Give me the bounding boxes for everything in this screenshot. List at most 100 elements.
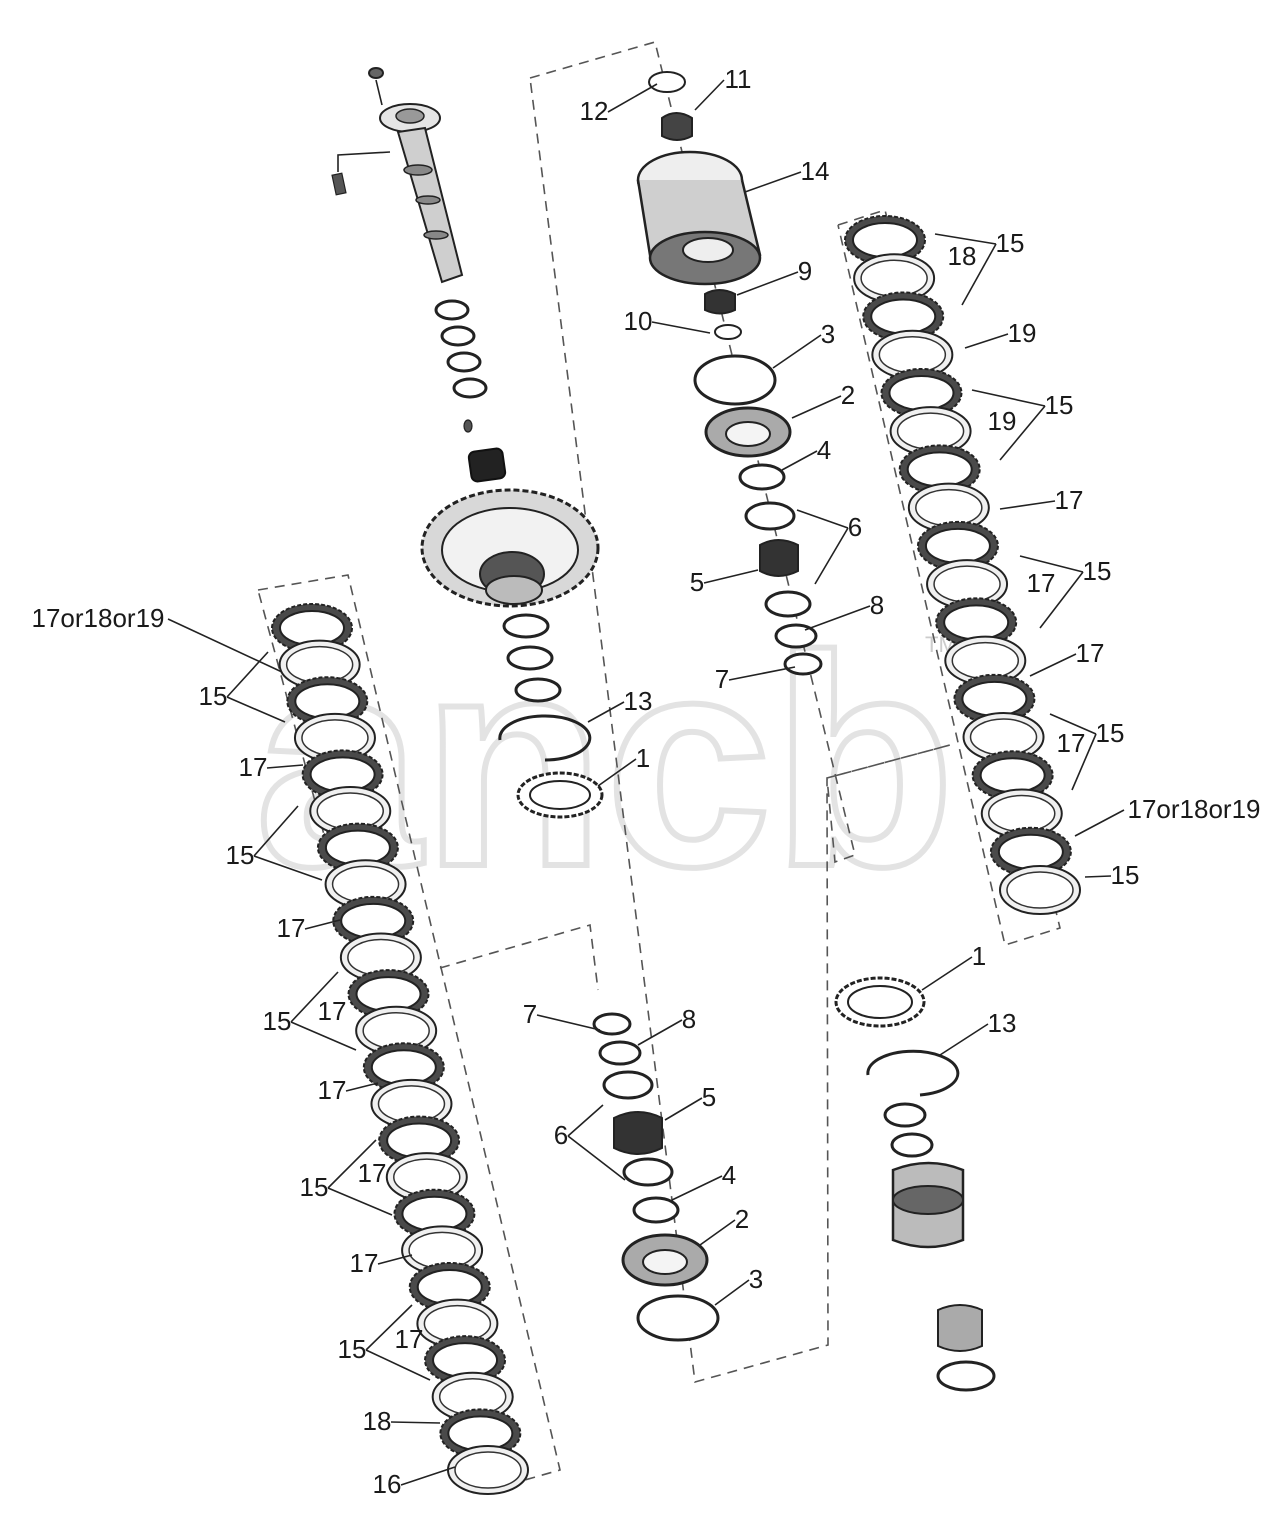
part-number-label: 13 <box>988 1008 1017 1038</box>
callout-l-19a: 19 <box>964 318 1037 349</box>
leader-line <box>804 605 871 631</box>
part-number-label: 3 <box>749 1264 763 1294</box>
leader-line <box>587 701 625 723</box>
callout-l-17or18or19b: 17or18or19 <box>32 603 283 673</box>
part-number-label: 15 <box>1096 718 1125 748</box>
leader-line <box>567 1135 626 1181</box>
part-number-label: 2 <box>841 380 855 410</box>
leader-line <box>1074 809 1125 837</box>
leader-line <box>703 569 759 584</box>
part-number-label: 7 <box>715 664 729 694</box>
part-number-label: 19 <box>988 406 1017 436</box>
callout-l-6a: 6 <box>796 509 862 585</box>
part-number-label: 15 <box>226 840 255 870</box>
leader-line <box>671 1175 723 1201</box>
leader-line <box>781 450 818 471</box>
part-number-label: 17 <box>239 752 268 782</box>
part-number-label: 4 <box>722 1160 736 1190</box>
leader-line <box>699 1219 736 1246</box>
part-number-label: 15 <box>1083 556 1112 586</box>
leader-line <box>1084 875 1112 878</box>
callout-l-1a: 1 <box>921 941 986 991</box>
leader-line <box>327 1187 393 1216</box>
callout-l-8b: 8 <box>637 1004 696 1046</box>
part-number-label: 15 <box>300 1172 329 1202</box>
friction-disc <box>953 673 1036 724</box>
steel-plate <box>339 932 422 983</box>
part-number-label: 19 <box>1008 318 1037 348</box>
right-frame <box>837 208 1061 947</box>
part-number-label: 17 <box>358 1158 387 1188</box>
callout-l-15i: 15 <box>300 1139 393 1216</box>
callout-l-17or18or19a: 17or18or19 <box>1074 794 1261 837</box>
friction-disc <box>844 215 926 265</box>
leader-line <box>304 919 341 930</box>
friction-disc <box>316 822 399 873</box>
part-number-label: 18 <box>948 241 977 271</box>
callout-l-17a: 17 <box>999 485 1084 515</box>
callout-l-15b: 15 <box>971 389 1074 461</box>
callout-l-3a: 3 <box>772 319 835 369</box>
output-gear <box>420 447 600 608</box>
leader-line <box>607 83 658 113</box>
friction-disc <box>286 676 369 727</box>
leader-line <box>345 1082 379 1092</box>
callout-l-18b: 18 <box>363 1406 441 1436</box>
steel-plate <box>853 253 936 304</box>
steel-plate <box>401 1225 484 1276</box>
part-number-label: 7 <box>523 999 537 1029</box>
leader-line <box>971 389 1046 407</box>
callout-l-17j: 17 <box>350 1248 413 1278</box>
lower-clutch-parts <box>592 1012 720 1342</box>
shaft-parts <box>434 299 604 819</box>
part-number-label: 17 <box>1055 485 1084 515</box>
callout-l-9: 9 <box>736 256 812 296</box>
part-number-label: 15 <box>1045 390 1074 420</box>
callout-l-19b: 19 <box>988 406 1017 436</box>
part-number-label: 5 <box>690 567 704 597</box>
steel-plate <box>980 788 1063 839</box>
part-number-label: 17or18or19 <box>32 603 165 633</box>
leader-line <box>651 321 711 334</box>
leader-line <box>253 805 299 857</box>
part-number-label: 16 <box>373 1469 402 1499</box>
callout-l-14: 14 <box>744 156 829 193</box>
callout-l-15h: 15 <box>263 971 357 1051</box>
steel-plate <box>355 1005 438 1056</box>
callout-l-15j: 15 <box>338 1304 431 1381</box>
part-number-label: 17 <box>1057 728 1086 758</box>
leader-line <box>791 395 842 419</box>
part-number-label: 11 <box>725 64 752 94</box>
steel-plate <box>907 482 990 533</box>
part-number-label: 3 <box>821 319 835 349</box>
steel-plate <box>293 712 376 763</box>
input-shaft <box>331 67 473 433</box>
part-number-label: 8 <box>870 590 884 620</box>
right-lower-parts <box>834 976 996 1392</box>
part-number-label: 8 <box>682 1004 696 1034</box>
friction-disc <box>271 603 353 653</box>
leader-line <box>736 271 799 296</box>
leader-line <box>266 764 304 769</box>
right-disc-stack <box>844 215 1081 915</box>
callout-l-17d: 17 <box>1057 728 1086 758</box>
leader-line <box>772 334 822 369</box>
callout-l-4a: 4 <box>781 435 831 471</box>
part-number-label: 17 <box>350 1248 379 1278</box>
steel-plate <box>926 559 1009 610</box>
friction-disc <box>989 826 1072 877</box>
leader-line <box>253 855 323 881</box>
part-number-label: 17 <box>277 913 306 943</box>
leader-line <box>664 1097 703 1121</box>
callout-l-17h: 17 <box>318 1075 379 1105</box>
friction-disc <box>347 969 430 1020</box>
leader-line <box>961 243 997 306</box>
friction-disc <box>424 1335 507 1386</box>
steel-plate <box>944 635 1027 686</box>
steel-plate <box>278 639 361 690</box>
leader-line <box>290 971 339 1023</box>
leader-line <box>400 1466 456 1486</box>
part-number-label: 5 <box>702 1082 716 1112</box>
callout-l-17c: 17 <box>1029 638 1104 677</box>
